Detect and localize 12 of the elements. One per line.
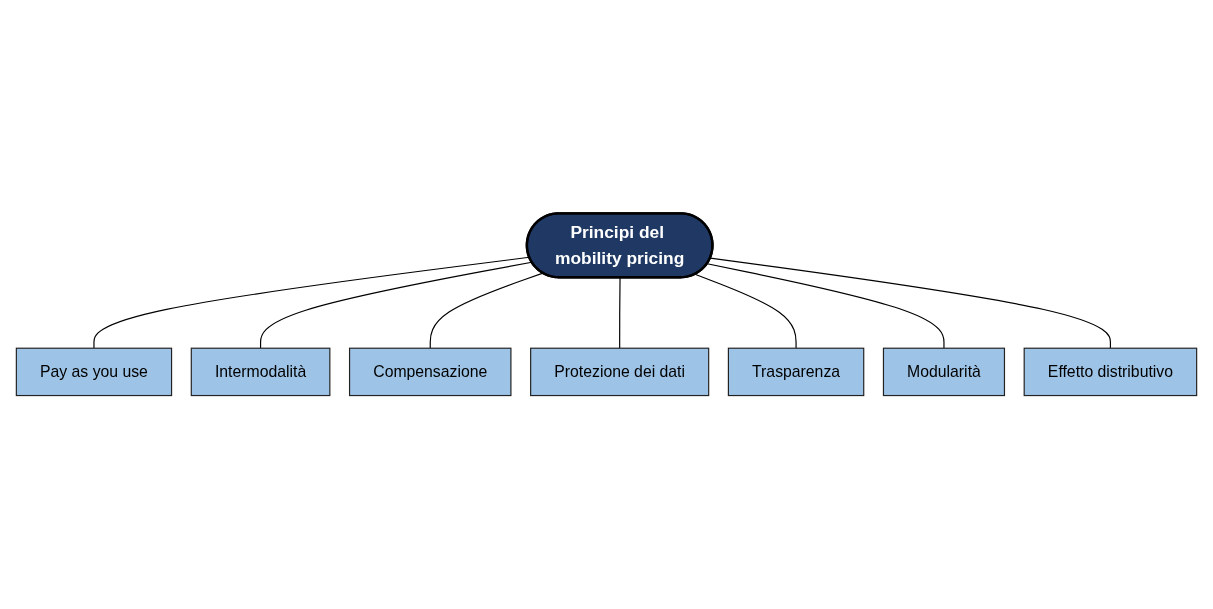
node-box: Protezione dei dati — [530, 347, 710, 397]
connector — [429, 272, 544, 349]
node-box: Trasparenza — [727, 347, 865, 397]
node-box: Pay as you use — [15, 347, 173, 397]
node-box: Effetto distributivo — [1023, 347, 1198, 397]
node-box: Compensazione — [348, 347, 512, 397]
connector — [709, 257, 1111, 349]
connector — [619, 277, 621, 349]
node-box: Intermodalità — [190, 347, 331, 397]
connector — [93, 256, 531, 349]
node-box: Modularità — [882, 347, 1006, 397]
connector — [706, 263, 945, 349]
